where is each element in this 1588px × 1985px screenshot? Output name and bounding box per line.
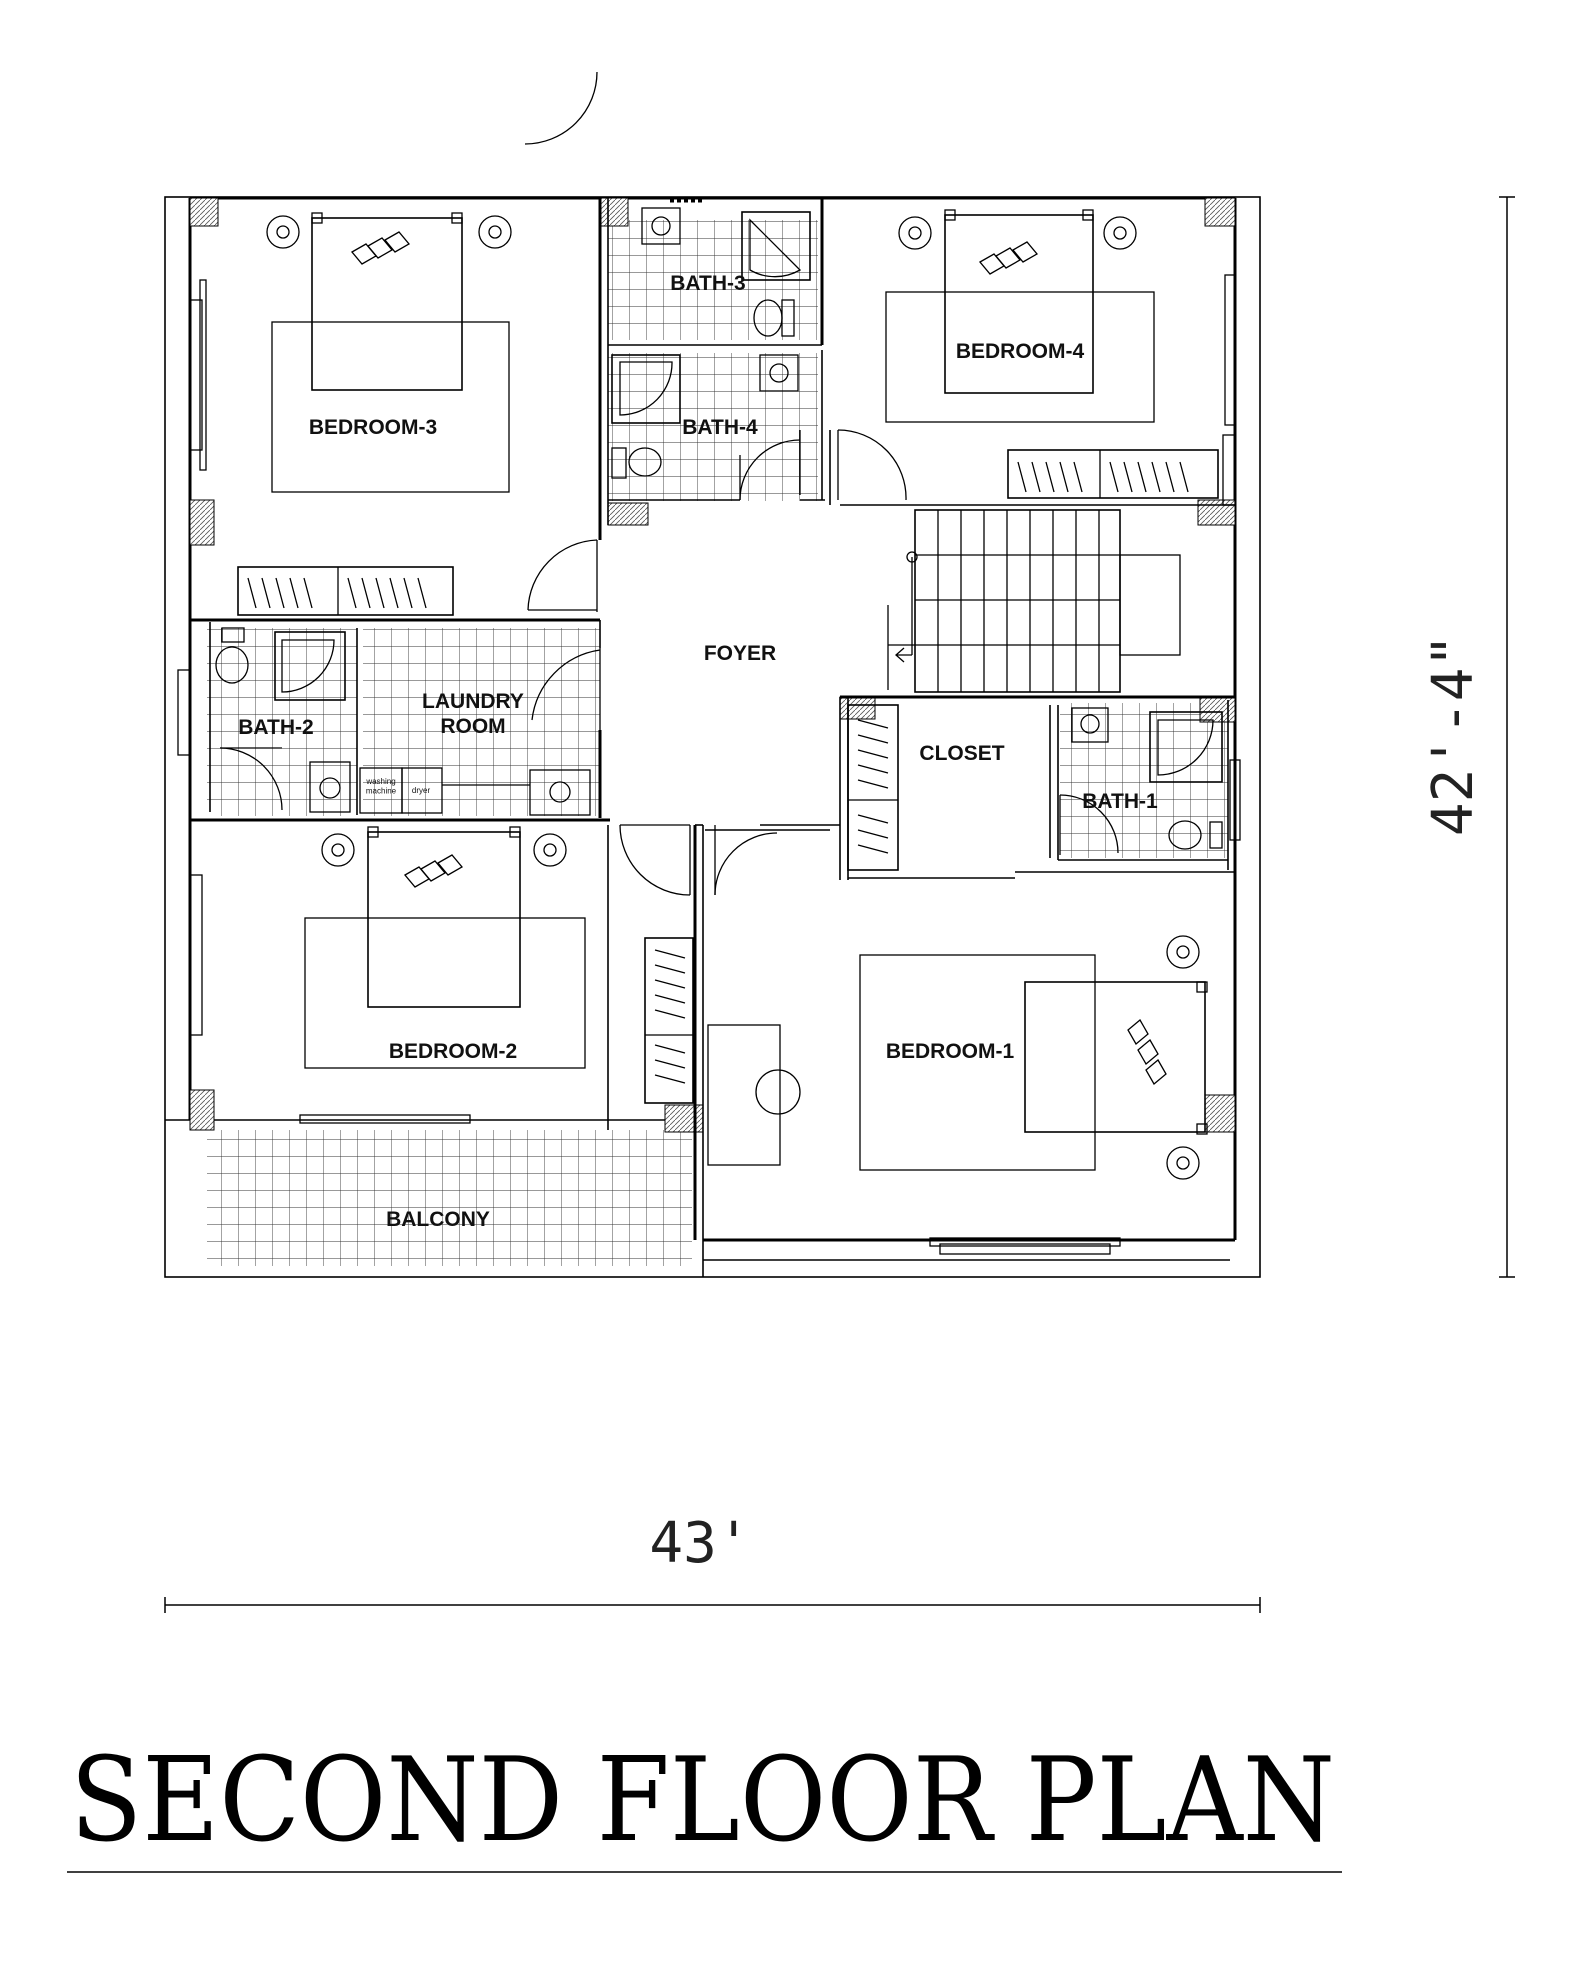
label-bedroom-1: BEDROOM-1	[886, 1040, 1015, 1063]
width-dimension	[164, 1597, 1261, 1613]
label-dryer: dryer	[412, 786, 431, 795]
label-foyer: FOYER	[704, 642, 776, 665]
study-desk	[707, 1024, 801, 1166]
wardrobes	[237, 449, 1219, 1104]
label-bath-2: BATH-2	[238, 716, 313, 739]
windows	[177, 197, 1241, 1255]
label-bedroom-4: BEDROOM-4	[956, 340, 1085, 363]
label-bedroom-3: BEDROOM-3	[309, 416, 437, 439]
height-dimension	[1499, 196, 1515, 1278]
tiled-floors	[207, 220, 1228, 1266]
label-bath-1: BATH-1	[1082, 790, 1158, 813]
beds	[266, 209, 1208, 1180]
interior-walls	[190, 198, 1235, 1240]
doors	[219, 71, 1119, 896]
label-balcony: BALCONY	[386, 1208, 490, 1231]
label-bedroom-2: BEDROOM-2	[389, 1040, 517, 1063]
dimension-width-label: 43'	[649, 1511, 750, 1576]
plan-title: SECOND FLOOR PLAN	[70, 1733, 1335, 1868]
bathroom-fixtures	[215, 207, 1223, 850]
label-bath-3: BATH-3	[670, 272, 745, 295]
dimension-height-label: 42'-4"	[1421, 634, 1486, 836]
laundry-appliances	[359, 767, 530, 814]
staircase	[887, 509, 1181, 693]
label-closet: CLOSET	[919, 742, 1004, 765]
label-bath-4: BATH-4	[682, 416, 758, 439]
